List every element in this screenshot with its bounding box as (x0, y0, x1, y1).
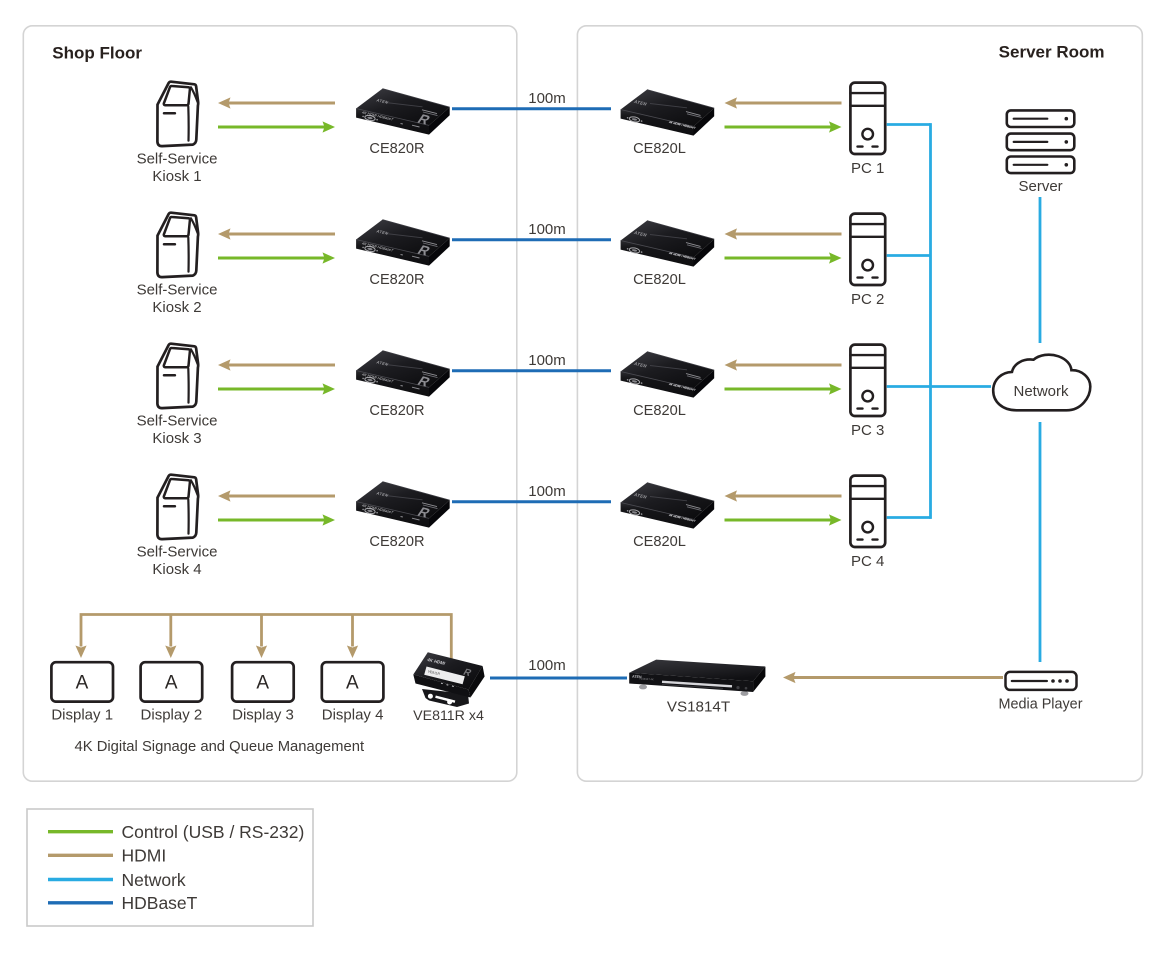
svg-text:Kiosk 4: Kiosk 4 (152, 561, 201, 578)
svg-text:Kiosk 3: Kiosk 3 (152, 430, 201, 447)
svg-text:100m: 100m (528, 483, 566, 500)
svg-text:Display 4: Display 4 (322, 707, 384, 724)
svg-text:CE820L: CE820L (633, 403, 686, 419)
svg-text:Server: Server (1019, 178, 1063, 195)
svg-text:Display 1: Display 1 (51, 707, 113, 724)
svg-text:Self-Service: Self-Service (137, 150, 218, 167)
svg-text:Network: Network (1013, 383, 1069, 400)
svg-text:Self-Service: Self-Service (137, 281, 218, 298)
svg-text:PC 3: PC 3 (851, 422, 884, 439)
svg-text:Control (USB / RS-232): Control (USB / RS-232) (122, 822, 305, 842)
svg-text:Kiosk 2: Kiosk 2 (152, 299, 201, 316)
svg-text:Network: Network (122, 870, 186, 890)
svg-text:100m: 100m (528, 352, 566, 369)
svg-text:HDMI: HDMI (122, 846, 167, 866)
svg-text:PC 2: PC 2 (851, 291, 884, 308)
svg-text:CE820L: CE820L (633, 141, 686, 157)
svg-text:CE820R: CE820R (369, 403, 424, 419)
svg-text:Display 2: Display 2 (141, 707, 203, 724)
svg-text:100m: 100m (528, 90, 566, 107)
svg-text:CE820R: CE820R (369, 141, 424, 157)
svg-text:CE820R: CE820R (369, 534, 424, 550)
svg-text:PC 4: PC 4 (851, 553, 884, 570)
svg-text:100m: 100m (528, 221, 566, 238)
svg-text:CE820L: CE820L (633, 272, 686, 288)
svg-text:100m: 100m (528, 657, 566, 674)
svg-text:Kiosk 1: Kiosk 1 (152, 168, 201, 185)
svg-text:4K Digital Signage and Queue M: 4K Digital Signage and Queue Management (75, 739, 365, 755)
svg-text:Self-Service: Self-Service (137, 412, 218, 429)
svg-text:Self-Service: Self-Service (137, 543, 218, 560)
svg-text:PC 1: PC 1 (851, 160, 884, 177)
svg-text:CE820L: CE820L (633, 534, 686, 550)
svg-text:Display 3: Display 3 (232, 707, 294, 724)
svg-text:VS1814T: VS1814T (667, 699, 730, 716)
svg-text:Shop Floor: Shop Floor (52, 44, 142, 63)
svg-text:Server Room: Server Room (999, 43, 1105, 62)
svg-text:HDBaseT: HDBaseT (122, 893, 198, 913)
svg-text:CE820R: CE820R (369, 272, 424, 288)
svg-text:Media Player: Media Player (999, 697, 1083, 713)
svg-text:VE811R x4: VE811R x4 (413, 708, 484, 724)
